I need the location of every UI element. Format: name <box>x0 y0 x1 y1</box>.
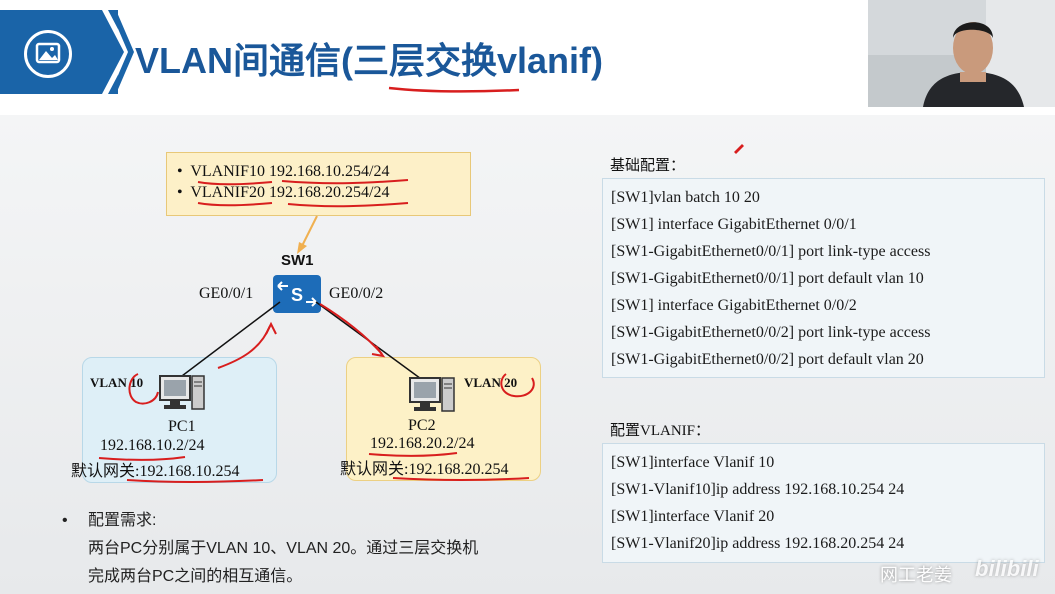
vlanif-config-line: [SW1]interface Vlanif 10 <box>611 454 775 471</box>
pc1-underline-annotations <box>98 456 264 483</box>
watermark-text: 网工老姜 <box>880 565 952 585</box>
port-label-right: GE0/0/2 <box>329 285 384 302</box>
pc1-gateway: 默认网关:192.168.10.254 <box>71 463 240 480</box>
annotation-arrow-left <box>217 325 271 369</box>
port-label-left: GE0/0/1 <box>199 285 254 302</box>
presenter-webcam <box>868 0 1055 107</box>
pc2-vlan-label: VLAN 20 <box>464 375 518 390</box>
basic-config-line: [SW1-GigabitEthernet0/0/2] port default … <box>611 351 924 368</box>
vlanif-config-line: [SW1-Vlanif20]ip address 192.168.20.254 … <box>611 535 905 552</box>
basic-config-heading: 基础配置： <box>610 158 686 174</box>
callout-pointer-arrow <box>297 215 318 254</box>
basic-config-line: [SW1-GigabitEthernet0/0/1] port default … <box>611 270 924 287</box>
pc2-vlan-circle-annotation <box>500 373 535 398</box>
pc1-name: PC1 <box>168 418 196 435</box>
requirement-line-2: 完成两台PC之间的相互通信。 <box>88 568 303 585</box>
switch-icon[interactable]: S <box>272 274 322 314</box>
requirement-block: •配置需求: 两台PC分别属于VLAN 10、VLAN 20。通过三层交换机 完… <box>62 507 562 591</box>
requirement-line-1: 两台PC分别属于VLAN 10、VLAN 20。通过三层交换机 <box>88 540 479 557</box>
vlanif-config-heading: 配置VLANIF： <box>610 423 710 439</box>
pc2-gateway: 默认网关:192.168.20.254 <box>340 461 509 478</box>
basic-config-line: [SW1-GigabitEthernet0/0/1] port link-typ… <box>611 243 931 260</box>
requirement-heading-row: •配置需求: <box>62 512 157 529</box>
pc1-ip: 192.168.10.2/24 <box>100 437 205 454</box>
image-icon <box>24 30 72 78</box>
callout-line-2: • VLANIF20 192.168.20.254/24 <box>177 184 390 201</box>
basic-config-line: [SW1-GigabitEthernet0/0/2] port link-typ… <box>611 324 931 341</box>
network-links <box>173 301 429 385</box>
pc2-computer-icon[interactable] <box>408 374 456 414</box>
basic-config-line: [SW1]vlan batch 10 20 <box>611 189 760 206</box>
title-underline-annotation <box>388 86 520 93</box>
header-slant <box>88 10 128 94</box>
callout-line-1: • VLANIF10 192.168.10.254/24 <box>177 163 390 180</box>
pc2-underline-annotations <box>368 452 530 481</box>
link-sw1-pc1 <box>173 301 281 383</box>
vlanif-config-line: [SW1-Vlanif10]ip address 192.168.10.254 … <box>611 481 905 498</box>
page-title: VLAN间通信(三层交换vlanif) <box>135 40 604 81</box>
basic-config-box: [SW1]vlan batch 10 20 [SW1] interface Gi… <box>602 178 1045 378</box>
pc1-computer-icon[interactable] <box>158 372 206 412</box>
basic-config-line: [SW1] interface GigabitEthernet 0/0/2 <box>611 297 857 314</box>
bilibili-logo: bilibili <box>975 556 1039 581</box>
pc2-ip: 192.168.20.2/24 <box>370 435 475 452</box>
callout-underline-annotations <box>197 179 409 208</box>
header-slant-accent <box>110 10 134 94</box>
pen-cursor-icon <box>734 144 744 154</box>
pc1-vlan-circle-annotation <box>128 373 159 405</box>
pc2-name: PC2 <box>408 417 436 434</box>
switch-label: SW1 <box>281 252 314 269</box>
vlanif-config-box: [SW1]interface Vlanif 10 [SW1-Vlanif10]i… <box>602 443 1045 563</box>
switch-glyph: S <box>291 285 303 305</box>
vlanif-config-line: [SW1]interface Vlanif 20 <box>611 508 775 525</box>
basic-config-line: [SW1] interface GigabitEthernet 0/0/1 <box>611 216 857 233</box>
